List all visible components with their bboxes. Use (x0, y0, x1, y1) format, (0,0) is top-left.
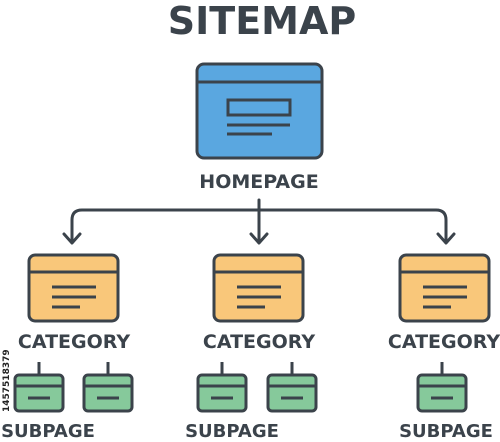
connector-branch-right (257, 208, 448, 244)
subpage-node (82, 362, 134, 413)
homepage-window (195, 62, 324, 160)
subpage-node (416, 362, 468, 413)
subpage-group: SUBPAGE (399, 362, 493, 442)
subpage-node (13, 362, 65, 413)
subpage-group: SUBPAGE (1, 362, 134, 442)
category-node: CATEGORY (18, 253, 130, 353)
subpage-node (266, 362, 318, 413)
category-label: CATEGORY (388, 331, 500, 353)
arrow-head-right (436, 232, 456, 245)
category-node: CATEGORY (388, 253, 500, 353)
category-node: CATEGORY (203, 253, 315, 353)
subpage-label: SUBPAGE (185, 421, 279, 442)
diagram-title: SITEMAP (168, 0, 356, 43)
category-label: CATEGORY (203, 331, 315, 353)
homepage-banner (226, 98, 292, 117)
homepage-label: HOMEPAGE (199, 171, 318, 193)
arrow-head-center (249, 232, 269, 245)
subpage-node (196, 362, 248, 413)
subpage-group: SUBPAGE (185, 362, 318, 442)
homepage-node: HOMEPAGE (195, 62, 324, 193)
connectors (62, 198, 456, 245)
subpage-label: SUBPAGE (399, 421, 493, 442)
arrow-head-left (62, 232, 82, 245)
subpage-label: SUBPAGE (1, 421, 95, 442)
stock-id: 1457518379 (2, 349, 12, 412)
connector-branch-left (70, 208, 261, 244)
category-label: CATEGORY (18, 331, 130, 353)
